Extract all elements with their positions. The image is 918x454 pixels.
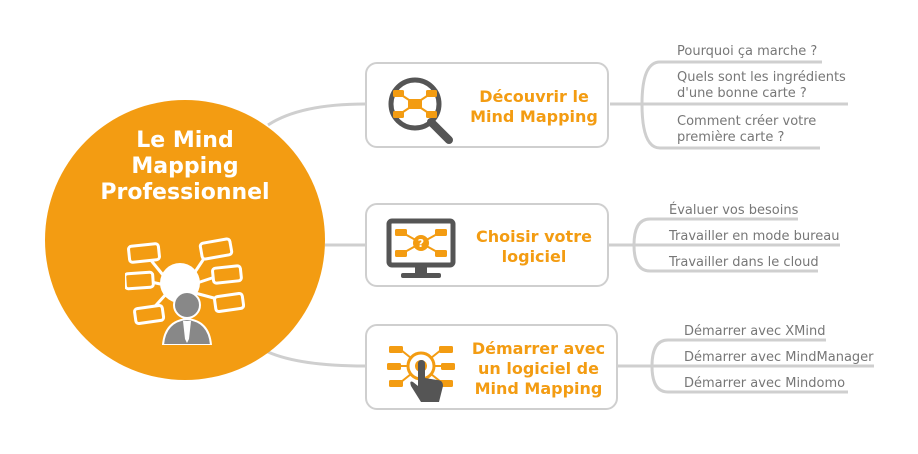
central-topic: Le Mind Mapping Professionnel — [45, 100, 325, 380]
branch-label-line: logiciel — [501, 247, 567, 266]
pointer-hand-mindmap-icon — [387, 346, 455, 402]
branch-label: Démarrer avec un logiciel de Mind Mappin… — [469, 339, 608, 399]
leaf-line: Travailler dans le cloud — [669, 255, 819, 270]
leaf-line: Démarrer avec XMind — [684, 324, 826, 339]
leaf-topic: Quels sont les ingrédients d'une bonne c… — [677, 70, 846, 102]
leaf-line: Démarrer avec Mindomo — [684, 376, 846, 391]
branch-choose-software: ? Choisir votre logiciel — [365, 203, 609, 287]
leaf-line: Travailler en mode bureau — [669, 229, 840, 244]
monitor-mindmap-icon: ? — [386, 218, 456, 278]
branch-label-line: Mind Mapping — [474, 379, 603, 398]
branch-label-line: Découvrir le — [479, 87, 589, 106]
central-topic-title-line: Professionnel — [100, 180, 270, 205]
branch-label: Choisir votre logiciel — [469, 227, 599, 267]
leaf-line: Évaluer vos besoins — [669, 203, 799, 218]
leaf-line: Pourquoi ça marche ? — [677, 44, 818, 59]
leaf-line: première carte ? — [677, 130, 785, 145]
leaf-topic: Comment créer votre première carte ? — [677, 114, 816, 146]
leaf-topic: Démarrer avec XMind — [684, 324, 825, 340]
branch-get-started: Démarrer avec un logiciel de Mind Mappin… — [365, 324, 618, 410]
leaf-topic: Évaluer vos besoins — [669, 203, 798, 219]
leaf-line: Comment créer votre — [677, 114, 817, 129]
leaf-topic: Démarrer avec MindManager — [684, 350, 874, 366]
magnifier-mindmap-icon — [388, 77, 453, 144]
central-topic-title-line: Le Mind — [136, 128, 234, 153]
branch-label-line: Choisir votre — [476, 227, 592, 246]
branch-label-line: un logiciel de — [478, 359, 599, 378]
central-topic-title: Le Mind Mapping Professionnel — [45, 128, 325, 206]
leaf-line: d'une bonne carte ? — [677, 86, 807, 101]
leaf-line: Quels sont les ingrédients — [677, 70, 846, 85]
person-mindmap-icon — [125, 237, 245, 345]
leaf-line: Démarrer avec MindManager — [684, 350, 874, 365]
leaf-topic: Pourquoi ça marche ? — [677, 44, 817, 60]
leaf-topic: Démarrer avec Mindomo — [684, 376, 845, 392]
branch-label-line: Démarrer avec — [471, 339, 606, 358]
svg-text:?: ? — [418, 237, 424, 250]
central-topic-title-line: Mapping — [131, 154, 239, 179]
branch-label: Découvrir le Mind Mapping — [469, 87, 599, 127]
leaf-topic: Travailler en mode bureau — [669, 229, 839, 245]
leaf-topic: Travailler dans le cloud — [669, 255, 819, 271]
branch-label-line: Mind Mapping — [470, 107, 598, 126]
branch-discover: Découvrir le Mind Mapping — [365, 62, 609, 148]
